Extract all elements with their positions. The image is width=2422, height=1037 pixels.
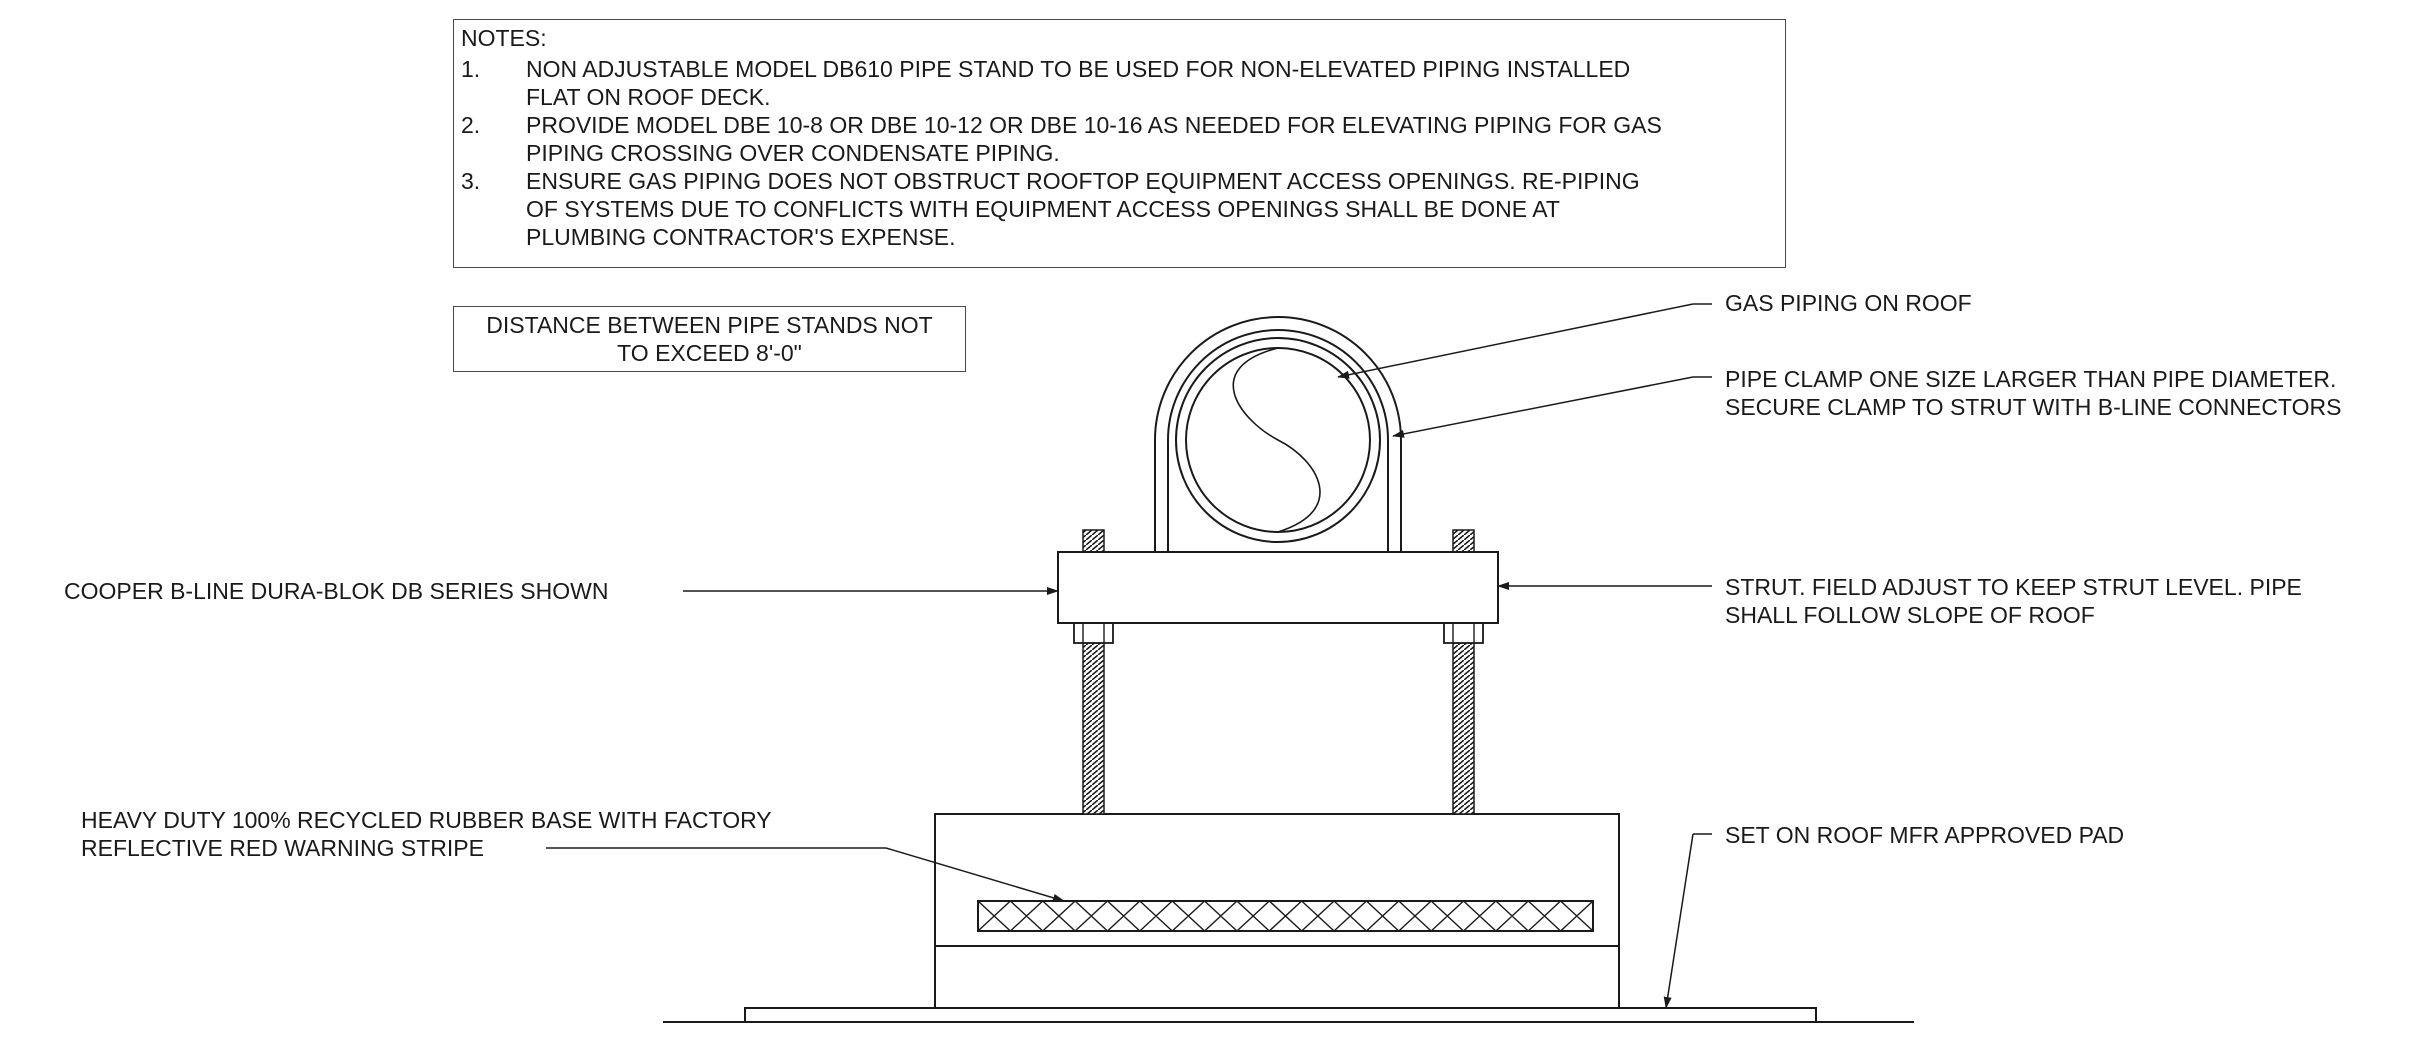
label-gas-piping: GAS PIPING ON ROOF xyxy=(1725,290,1972,316)
roof-pad xyxy=(744,1007,1817,1023)
leader-rubber-base xyxy=(546,847,1065,902)
distance-note-line-2: TO EXCEED 8'-0" xyxy=(617,340,802,366)
hex-nut-left xyxy=(1073,622,1114,644)
note-1-number: 1. xyxy=(461,56,481,82)
note-2-number: 2. xyxy=(461,112,481,138)
hex-nut-right xyxy=(1443,622,1484,644)
label-cooper-b-line: COOPER B-LINE DURA-BLOK DB SERIES SHOWN xyxy=(64,578,609,604)
distance-note-box: DISTANCE BETWEEN PIPE STANDS NOT TO EXCE… xyxy=(453,306,966,372)
label-rubber-base-line-1: HEAVY DUTY 100% RECYCLED RUBBER BASE WIT… xyxy=(81,807,772,833)
leader-roof-pad xyxy=(1663,833,1712,1009)
note-1-line-1: NON ADJUSTABLE MODEL DB610 PIPE STAND TO… xyxy=(526,56,1631,82)
leader-gas-piping xyxy=(1337,303,1712,379)
note-2-line-2: PIPING CROSSING OVER CONDENSATE PIPING. xyxy=(526,140,1060,166)
label-pipe-clamp-line-1: PIPE CLAMP ONE SIZE LARGER THAN PIPE DIA… xyxy=(1725,366,2337,392)
note-2-line-1: PROVIDE MODEL DBE 10-8 OR DBE 10-12 OR D… xyxy=(526,112,1662,138)
gas-pipe xyxy=(1175,337,1381,543)
notes-title: NOTES: xyxy=(461,25,547,51)
distance-note-line-1: DISTANCE BETWEEN PIPE STANDS NOT xyxy=(486,312,933,338)
label-strut-line-2: SHALL FOLLOW SLOPE OF ROOF xyxy=(1725,602,2095,628)
reflective-warning-stripe xyxy=(977,900,1594,932)
leader-pipe-clamp xyxy=(1392,376,1712,438)
pipe-clamp xyxy=(1154,316,1402,552)
note-1-line-2: FLAT ON ROOF DECK. xyxy=(526,84,771,110)
note-3-line-3: PLUMBING CONTRACTOR'S EXPENSE. xyxy=(526,224,956,250)
note-3-number: 3. xyxy=(461,168,481,194)
label-roof-pad: SET ON ROOF MFR APPROVED PAD xyxy=(1725,822,2125,848)
label-pipe-clamp-line-2: SECURE CLAMP TO STRUT WITH B-LINE CONNEC… xyxy=(1725,394,2342,420)
note-3-line-2: OF SYSTEMS DUE TO CONFLICTS WITH EQUIPME… xyxy=(526,196,1560,222)
notes-box: NOTES: 1. NON ADJUSTABLE MODEL DB610 PIP… xyxy=(453,19,1786,268)
label-rubber-base-line-2: REFLECTIVE RED WARNING STRIPE xyxy=(81,835,484,861)
strut xyxy=(1057,551,1499,624)
label-strut-line-1: STRUT. FIELD ADJUST TO KEEP STRUT LEVEL.… xyxy=(1725,574,2302,600)
note-3-line-1: ENSURE GAS PIPING DOES NOT OBSTRUCT ROOF… xyxy=(526,168,1640,194)
